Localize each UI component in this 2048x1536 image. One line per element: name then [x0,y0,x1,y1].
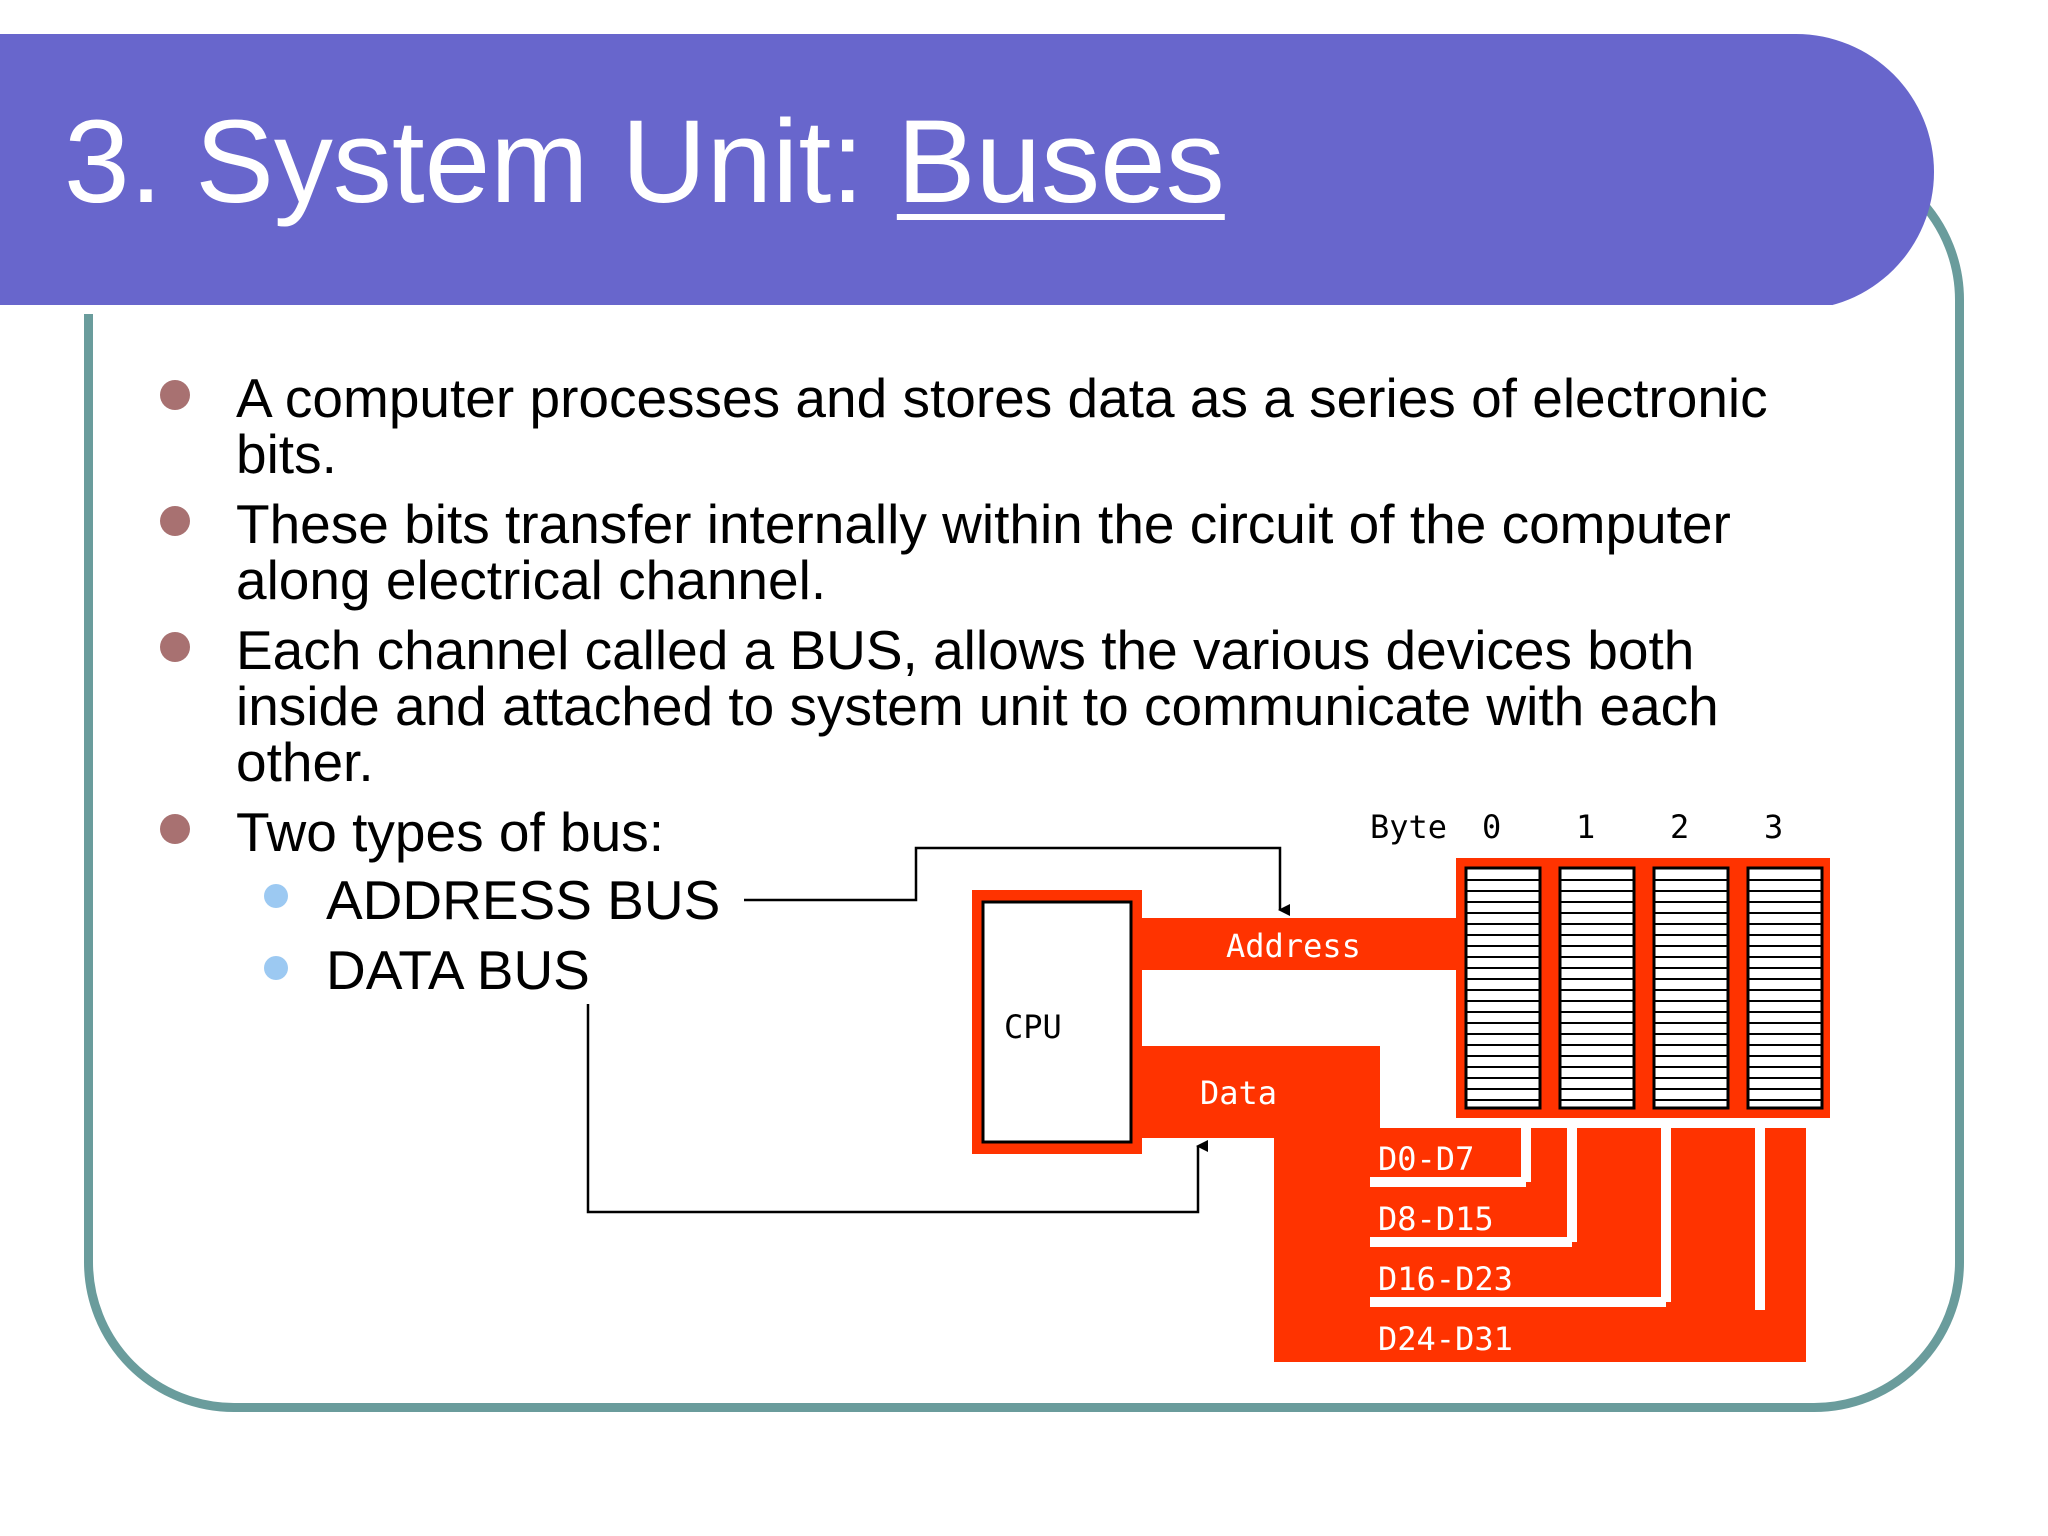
byte-column [1746,866,1824,1110]
cpu-chip [981,900,1133,1144]
address-connector-line [744,846,1290,916]
data-bus-drop [1370,1046,1380,1128]
sub-bullet-dot [264,884,288,908]
byte-number: 1 [1576,808,1595,846]
bullet-dot [160,632,190,662]
byte-header: Byte [1370,808,1447,846]
byte-column [1558,866,1636,1110]
title-link-buses[interactable]: Buses [896,96,1225,228]
byte-number: 2 [1670,808,1689,846]
bullet-item: Each channel called a BUS, allows the va… [236,619,1719,793]
bullet-dot [160,380,190,410]
title-prefix: 3. System Unit: [64,96,897,228]
byte-columns [1464,866,1824,1110]
bullet-dot [160,814,190,844]
data-bus-label: Data [1200,1074,1277,1112]
data-line-label: D16-D23 [1378,1260,1513,1298]
address-bus [1142,918,1460,970]
byte-number: 3 [1764,808,1783,846]
cpu-label: CPU [1004,1008,1062,1046]
bullet-item: A computer processes and stores data as … [236,367,1768,485]
data-line-label: D24-D31 [1378,1320,1513,1358]
sub-bullet-dot [264,956,288,980]
data-line-label: D8-D15 [1378,1200,1494,1238]
byte-column [1464,866,1542,1110]
data-bus [1142,1046,1370,1138]
sub-bullet-data-bus: DATA BUS [326,939,590,1001]
bullet-item: These bits transfer internally within th… [236,493,1731,611]
byte-column [1652,866,1730,1110]
title-band [0,34,1934,314]
slide-title: 3. System Unit: Buses [64,92,1225,232]
data-connector-line [586,1004,1208,1214]
address-bus-label: Address [1226,927,1361,965]
byte-number: 0 [1482,808,1501,846]
sub-bullet-address-bus: ADDRESS BUS [326,869,721,931]
bullet-item: Two types of bus: [236,801,664,863]
data-lanes [1370,1118,1765,1310]
bullet-dot [160,506,190,536]
title-rule [0,305,1832,314]
data-line-label: D0-D7 [1378,1140,1474,1178]
